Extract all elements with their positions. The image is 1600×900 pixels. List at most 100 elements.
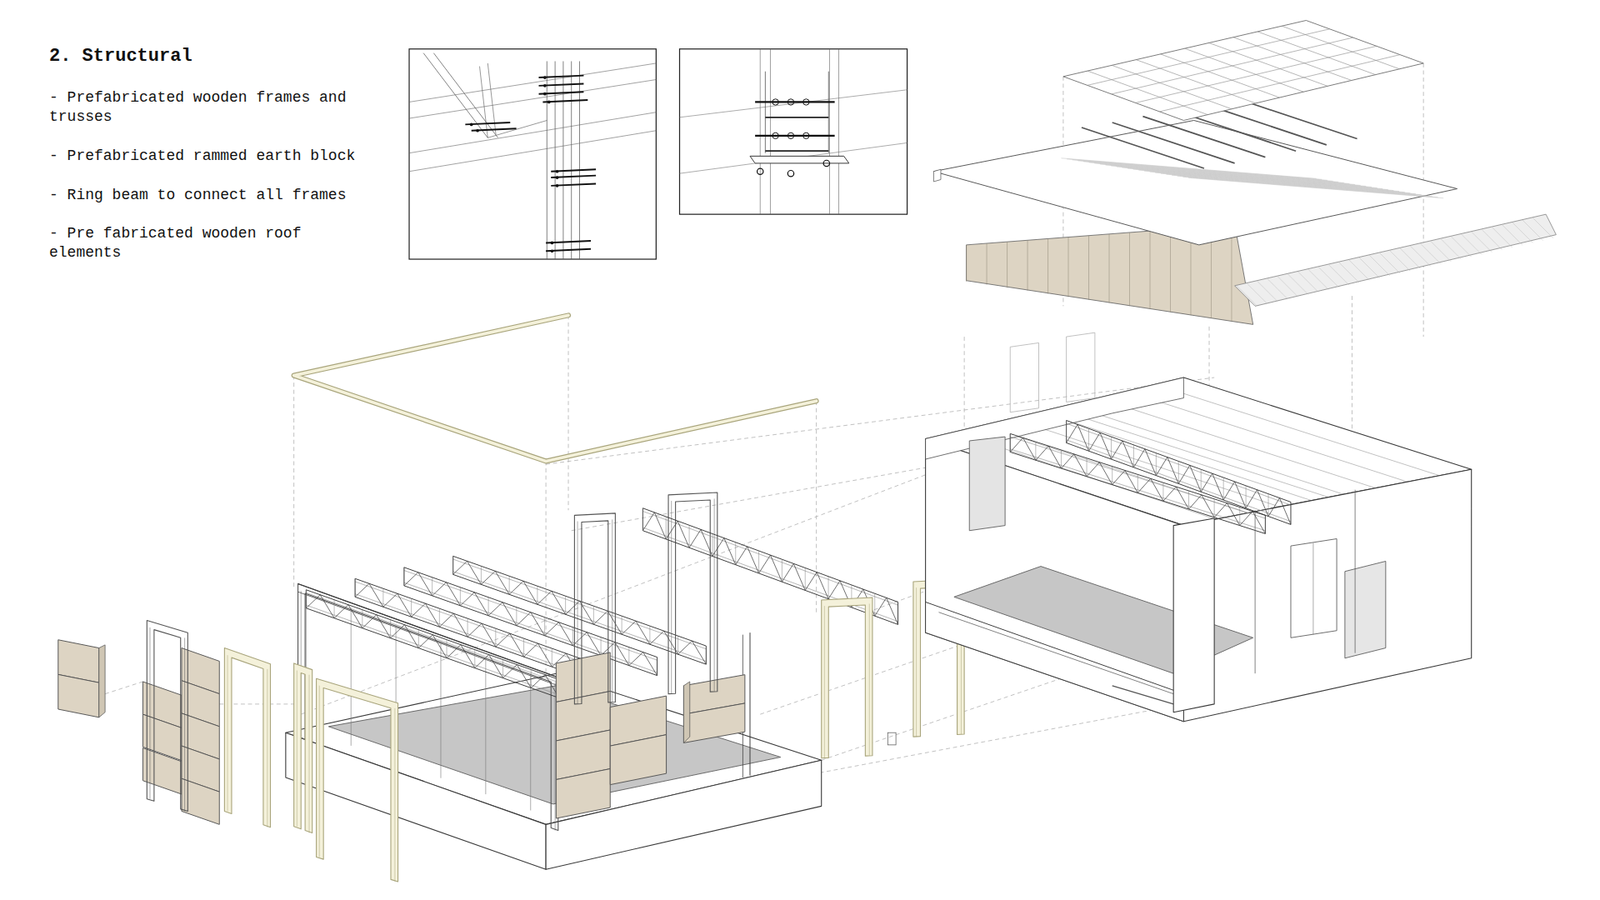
truss-web [689,525,690,548]
truss-chord [642,527,898,622]
corrugation [1359,257,1380,278]
bolt-head [787,132,794,139]
truss-web [816,572,829,600]
truss-chord [642,510,898,605]
corrugation [1481,229,1502,250]
deck-rib [1121,167,1377,188]
truss-web [523,580,538,605]
truss-web [1268,494,1270,517]
bolt-head [543,75,547,80]
truss-web [558,622,573,646]
truss-post [305,590,307,609]
timber-frame [146,620,188,811]
truss-web [481,623,496,647]
corrugation [1491,226,1512,247]
truss-web [1099,462,1112,485]
truss-web [488,602,503,616]
truss-chord [355,578,609,669]
truss-web [467,623,482,637]
beam-line [409,130,656,172]
truss-chord [642,530,898,625]
truss-web [1175,486,1189,510]
truss-web [770,555,782,582]
wall-joint [1255,510,1256,674]
truss-web [334,600,335,619]
truss-web [446,582,461,606]
panel [969,436,1005,531]
truss-web [1023,437,1036,460]
truss-web [1167,457,1179,485]
truss-diagonal [480,66,489,139]
bolt-head [547,100,551,105]
truss-web [537,643,552,667]
corrugation [1318,266,1339,287]
corrugation [1410,245,1430,266]
truss-web [1226,503,1240,526]
corrugation [1460,234,1481,255]
frame-edge [869,603,870,755]
truss-web [475,655,490,669]
truss-web [382,588,384,607]
truss-web [711,534,713,557]
truss-post [705,645,707,665]
truss-web [1280,498,1291,525]
corrugation [1267,278,1288,299]
truss-web [523,638,525,657]
truss-web [677,520,690,548]
truss-web [828,576,830,600]
bullet-note: - Prefabricated rammed earth block [49,146,375,166]
window [1290,539,1337,639]
block-side [99,645,105,718]
bolt-head [475,129,480,133]
frame-edge [309,675,310,834]
truss-web [1122,440,1134,468]
timber-post [530,673,531,810]
truss-web [886,597,899,625]
door-panel [1345,560,1386,658]
truss-web [1086,462,1100,477]
column-line [838,49,840,215]
truss-web [1111,466,1113,485]
truss-web [805,572,817,591]
frame-edge [915,587,917,737]
deck-rib [1133,169,1389,190]
roof-sheet [1235,214,1557,306]
roof-grid [1233,37,1352,81]
truss-web [665,520,678,540]
truss-web [425,603,440,627]
roof-grid [1087,29,1330,86]
frame-edge [150,627,151,800]
truss-web [334,605,349,619]
truss-web [650,630,665,645]
truss-post [355,578,356,597]
timber-post [440,641,441,779]
roof-joist [1047,239,1049,295]
truss-web [460,587,461,606]
column-line [570,60,572,260]
truss-web [1133,449,1145,468]
frame-beam [298,591,559,686]
corrugation [1420,243,1440,264]
truss-web [1112,470,1125,485]
truss-chord [1010,451,1265,534]
truss-web [474,650,475,669]
truss-web [524,643,539,657]
truss-web [551,590,566,615]
truss-chord [305,590,560,680]
window-outline [1066,332,1095,402]
truss-web [1223,477,1225,500]
truss-post [1065,420,1067,443]
truss-web [1060,450,1062,469]
column-line [770,49,771,215]
frame-edge [394,708,395,882]
column-line [555,60,556,260]
ring-beam [294,315,817,461]
truss-web [1100,432,1111,460]
truss-web [432,635,447,659]
deck-rib [1144,170,1400,191]
truss-web [1235,481,1246,509]
timber-frame [316,678,399,882]
corrugation [1440,239,1461,260]
deck-rib [1105,165,1361,185]
